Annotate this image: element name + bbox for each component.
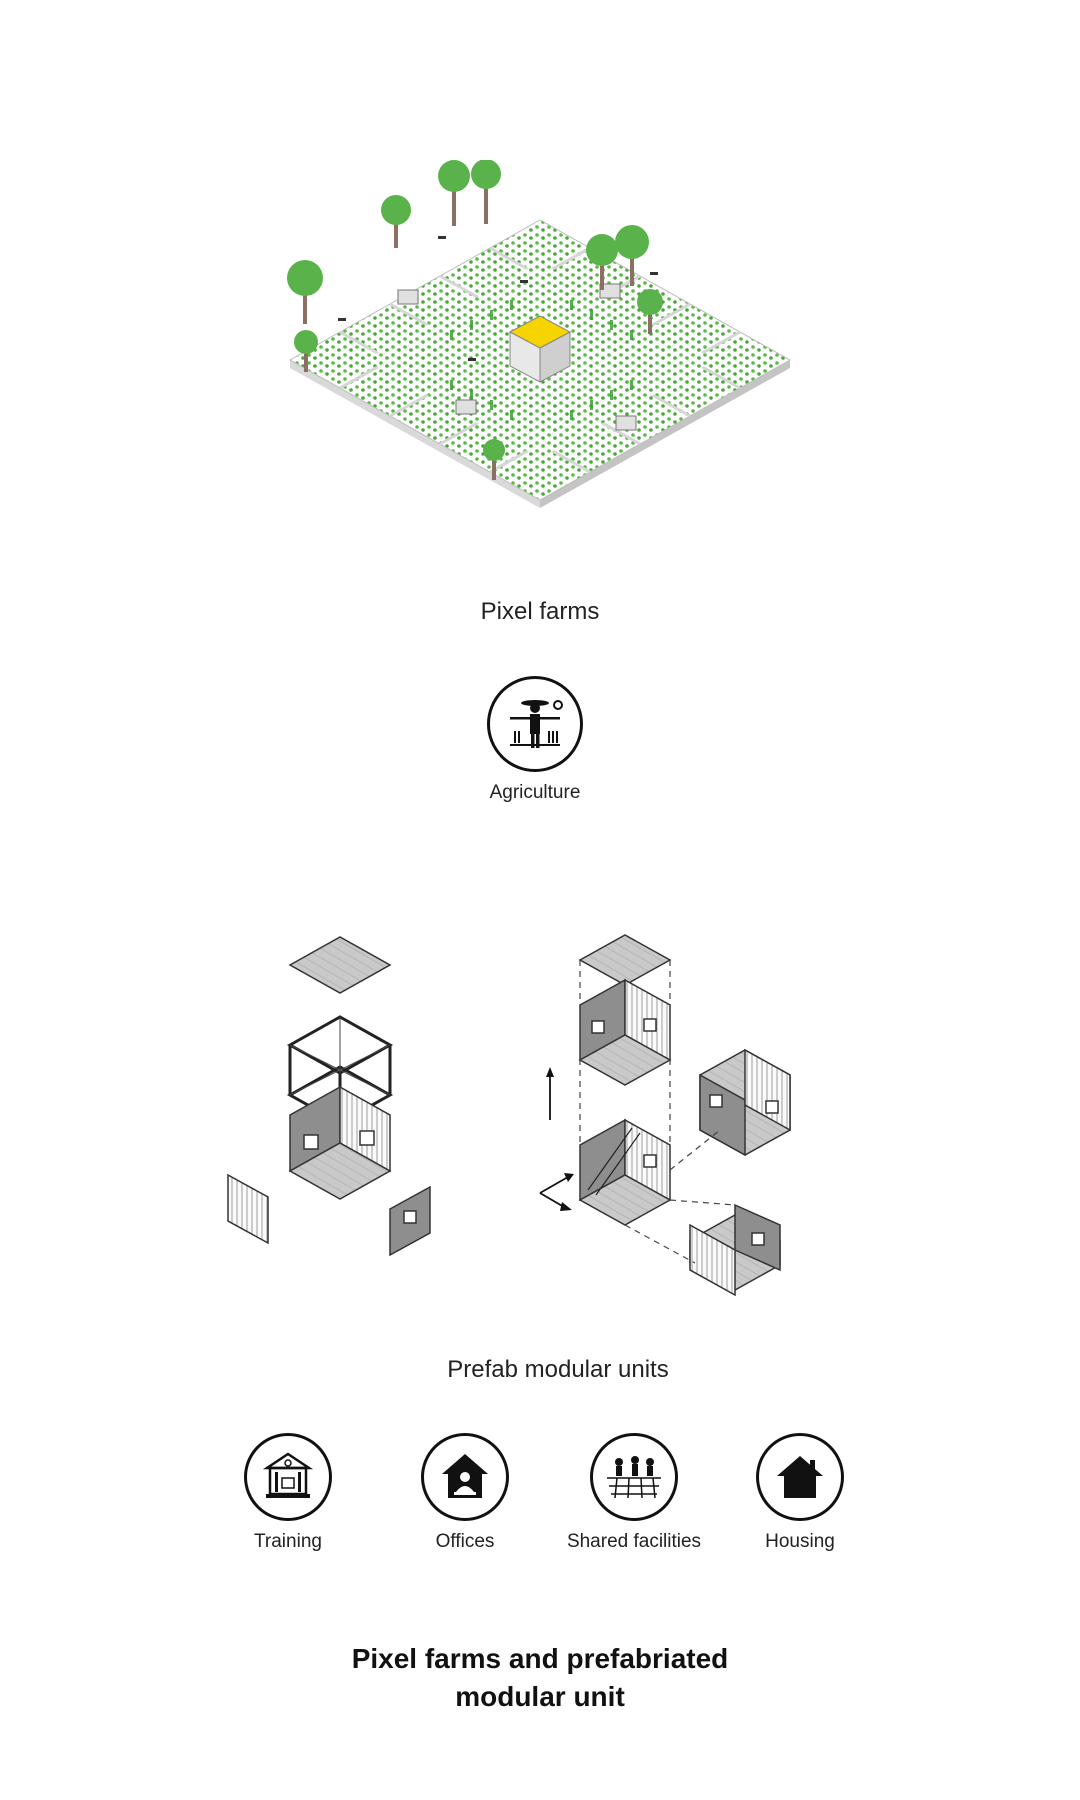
office-house-icon — [421, 1433, 509, 1521]
pixel-farm-illustration — [287, 160, 792, 508]
figure-title-line-1: Pixel farms and prefabriated — [351, 1643, 729, 1674]
agriculture-label: Agriculture — [489, 782, 581, 803]
exploded-assembly — [227, 936, 431, 1257]
farmer-icon — [487, 676, 583, 772]
prefab-caption: Prefab modular units — [447, 1356, 669, 1383]
housing-label: Housing — [765, 1531, 835, 1552]
training-label: Training — [254, 1531, 322, 1552]
training-building-icon — [244, 1433, 332, 1521]
pixel-farms-caption: Pixel farms — [480, 598, 600, 625]
housing-icon-block: Housing — [710, 1433, 890, 1553]
farm-modules — [397, 283, 637, 431]
shared-facilities-icon — [590, 1433, 678, 1521]
offices-label: Offices — [435, 1531, 495, 1552]
house-icon — [756, 1433, 844, 1521]
offices-icon-block: Offices — [375, 1433, 555, 1553]
guide-lines — [579, 960, 736, 1264]
direction-arrows — [539, 1067, 574, 1211]
training-icon-block: Training — [198, 1433, 378, 1553]
figure-title-line-2: modular unit — [455, 1681, 625, 1712]
central-module — [508, 315, 572, 383]
figure-title: Pixel farms and prefabriated modular uni… — [0, 1640, 1080, 1716]
stacking-assembly — [578, 934, 791, 1297]
shared-facilities-label: Shared facilities — [566, 1531, 702, 1552]
agriculture-icon-block: Agriculture — [445, 676, 625, 804]
trees — [287, 160, 663, 480]
shared-facilities-icon-block: Shared facilities — [544, 1433, 724, 1553]
drones — [338, 236, 658, 361]
prefab-units-illustration — [227, 934, 791, 1297]
